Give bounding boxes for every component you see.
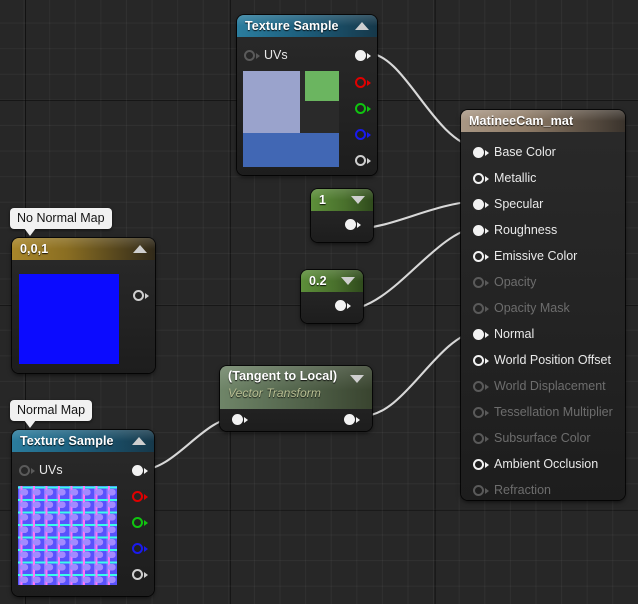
pin-material-input[interactable]: [473, 485, 484, 496]
material-input-label: Roughness: [494, 223, 558, 237]
callout-label: No Normal Map: [17, 211, 105, 225]
caret-up-icon[interactable]: [355, 22, 369, 30]
node-constant-one[interactable]: 1: [311, 189, 373, 242]
pin-g-output[interactable]: [355, 103, 366, 114]
node-title: 0,0,1: [20, 242, 49, 256]
node-title: (Tangent to Local): [228, 369, 338, 383]
pin-rgb-output[interactable]: [355, 50, 366, 61]
callout-no-normal-map: No Normal Map: [10, 208, 112, 236]
pin-value-output[interactable]: [335, 300, 346, 311]
material-input-label: Subsurface Color: [494, 431, 591, 445]
material-input-label: Opacity Mask: [494, 301, 570, 315]
callout-tail-icon: [24, 420, 36, 428]
node-texture-sample-top[interactable]: Texture Sample UVs: [237, 15, 377, 175]
pin-material-input[interactable]: [473, 329, 484, 340]
node-title: 1: [319, 193, 327, 207]
material-input-label: World Displacement: [494, 379, 606, 393]
pin-label-uvs: UVs: [264, 48, 288, 62]
pin-value-output[interactable]: [133, 290, 144, 301]
caret-down-icon[interactable]: [351, 196, 365, 204]
node-title: MatineeCam_mat: [469, 114, 574, 128]
pin-b-output[interactable]: [355, 129, 366, 140]
material-input-label: Normal: [494, 327, 535, 341]
pin-material-input[interactable]: [473, 407, 484, 418]
node-body: [301, 292, 363, 323]
pin-uvs-input[interactable]: [244, 50, 255, 61]
pin-label-uvs: UVs: [39, 463, 63, 477]
node-header[interactable]: 0.2: [301, 270, 363, 292]
pin-uvs-input[interactable]: [19, 465, 30, 476]
texture-preview-thumbnail: [243, 71, 339, 167]
node-body: [12, 260, 155, 373]
pin-rgb-output[interactable]: [132, 465, 143, 476]
pin-a-output[interactable]: [355, 155, 366, 166]
pin-material-input[interactable]: [473, 355, 484, 366]
pin-material-input[interactable]: [473, 173, 484, 184]
callout-normal-map: Normal Map: [10, 400, 93, 428]
material-input-label: Specular: [494, 197, 544, 211]
node-body: [311, 211, 373, 242]
material-input-label: Metallic: [494, 171, 537, 185]
node-title: 0.2: [309, 274, 327, 288]
material-input-label: Base Color: [494, 145, 556, 159]
pin-r-output[interactable]: [132, 491, 143, 502]
node-title: Texture Sample: [20, 434, 114, 448]
caret-up-icon[interactable]: [133, 245, 147, 253]
pin-r-output[interactable]: [355, 77, 366, 88]
node-subtitle: Vector Transform: [228, 386, 321, 400]
node-body: [220, 409, 372, 431]
texture-preview-thumbnail: [18, 486, 117, 585]
node-header[interactable]: 0,0,1: [12, 238, 155, 260]
pin-material-input[interactable]: [473, 251, 484, 262]
pin-a-output[interactable]: [132, 569, 143, 580]
node-title: Texture Sample: [245, 19, 339, 33]
material-input-label: Ambient Occlusion: [494, 457, 599, 471]
pin-material-input[interactable]: [473, 225, 484, 236]
material-input-label: World Position Offset: [494, 353, 611, 367]
node-texture-sample-bottom[interactable]: Texture Sample UVs: [12, 430, 154, 596]
pin-material-input[interactable]: [473, 147, 484, 158]
pin-material-input[interactable]: [473, 277, 484, 288]
material-input-label: Opacity: [494, 275, 537, 289]
node-constant-point-two[interactable]: 0.2: [301, 270, 363, 323]
node-vector-transform[interactable]: (Tangent to Local) Vector Transform: [220, 366, 372, 431]
callout-label: Normal Map: [17, 403, 86, 417]
pin-result-output[interactable]: [344, 414, 355, 425]
pin-b-output[interactable]: [132, 543, 143, 554]
material-input-label: Emissive Color: [494, 249, 578, 263]
pin-material-input[interactable]: [473, 199, 484, 210]
node-constant-normal-default[interactable]: 0,0,1: [12, 238, 155, 373]
node-body: UVs: [237, 37, 377, 175]
material-input-label: Refraction: [494, 483, 551, 497]
caret-up-icon[interactable]: [132, 437, 146, 445]
pin-material-input[interactable]: [473, 433, 484, 444]
pin-material-input[interactable]: [473, 381, 484, 392]
caret-down-icon[interactable]: [350, 375, 364, 383]
caret-down-icon[interactable]: [341, 277, 355, 285]
node-header[interactable]: 1: [311, 189, 373, 211]
pin-value-output[interactable]: [345, 219, 356, 230]
pin-material-input[interactable]: [473, 459, 484, 470]
pin-material-input[interactable]: [473, 303, 484, 314]
color-preview-swatch: [19, 274, 119, 364]
material-input-label: Tessellation Multiplier: [494, 405, 613, 419]
callout-tail-icon: [24, 228, 36, 236]
node-header[interactable]: Texture Sample: [12, 430, 154, 452]
node-header[interactable]: MatineeCam_mat: [461, 110, 625, 132]
node-header[interactable]: (Tangent to Local) Vector Transform: [220, 366, 372, 409]
pin-g-output[interactable]: [132, 517, 143, 528]
node-body: UVs: [12, 452, 154, 596]
pin-vector-input[interactable]: [232, 414, 243, 425]
node-header[interactable]: Texture Sample: [237, 15, 377, 37]
